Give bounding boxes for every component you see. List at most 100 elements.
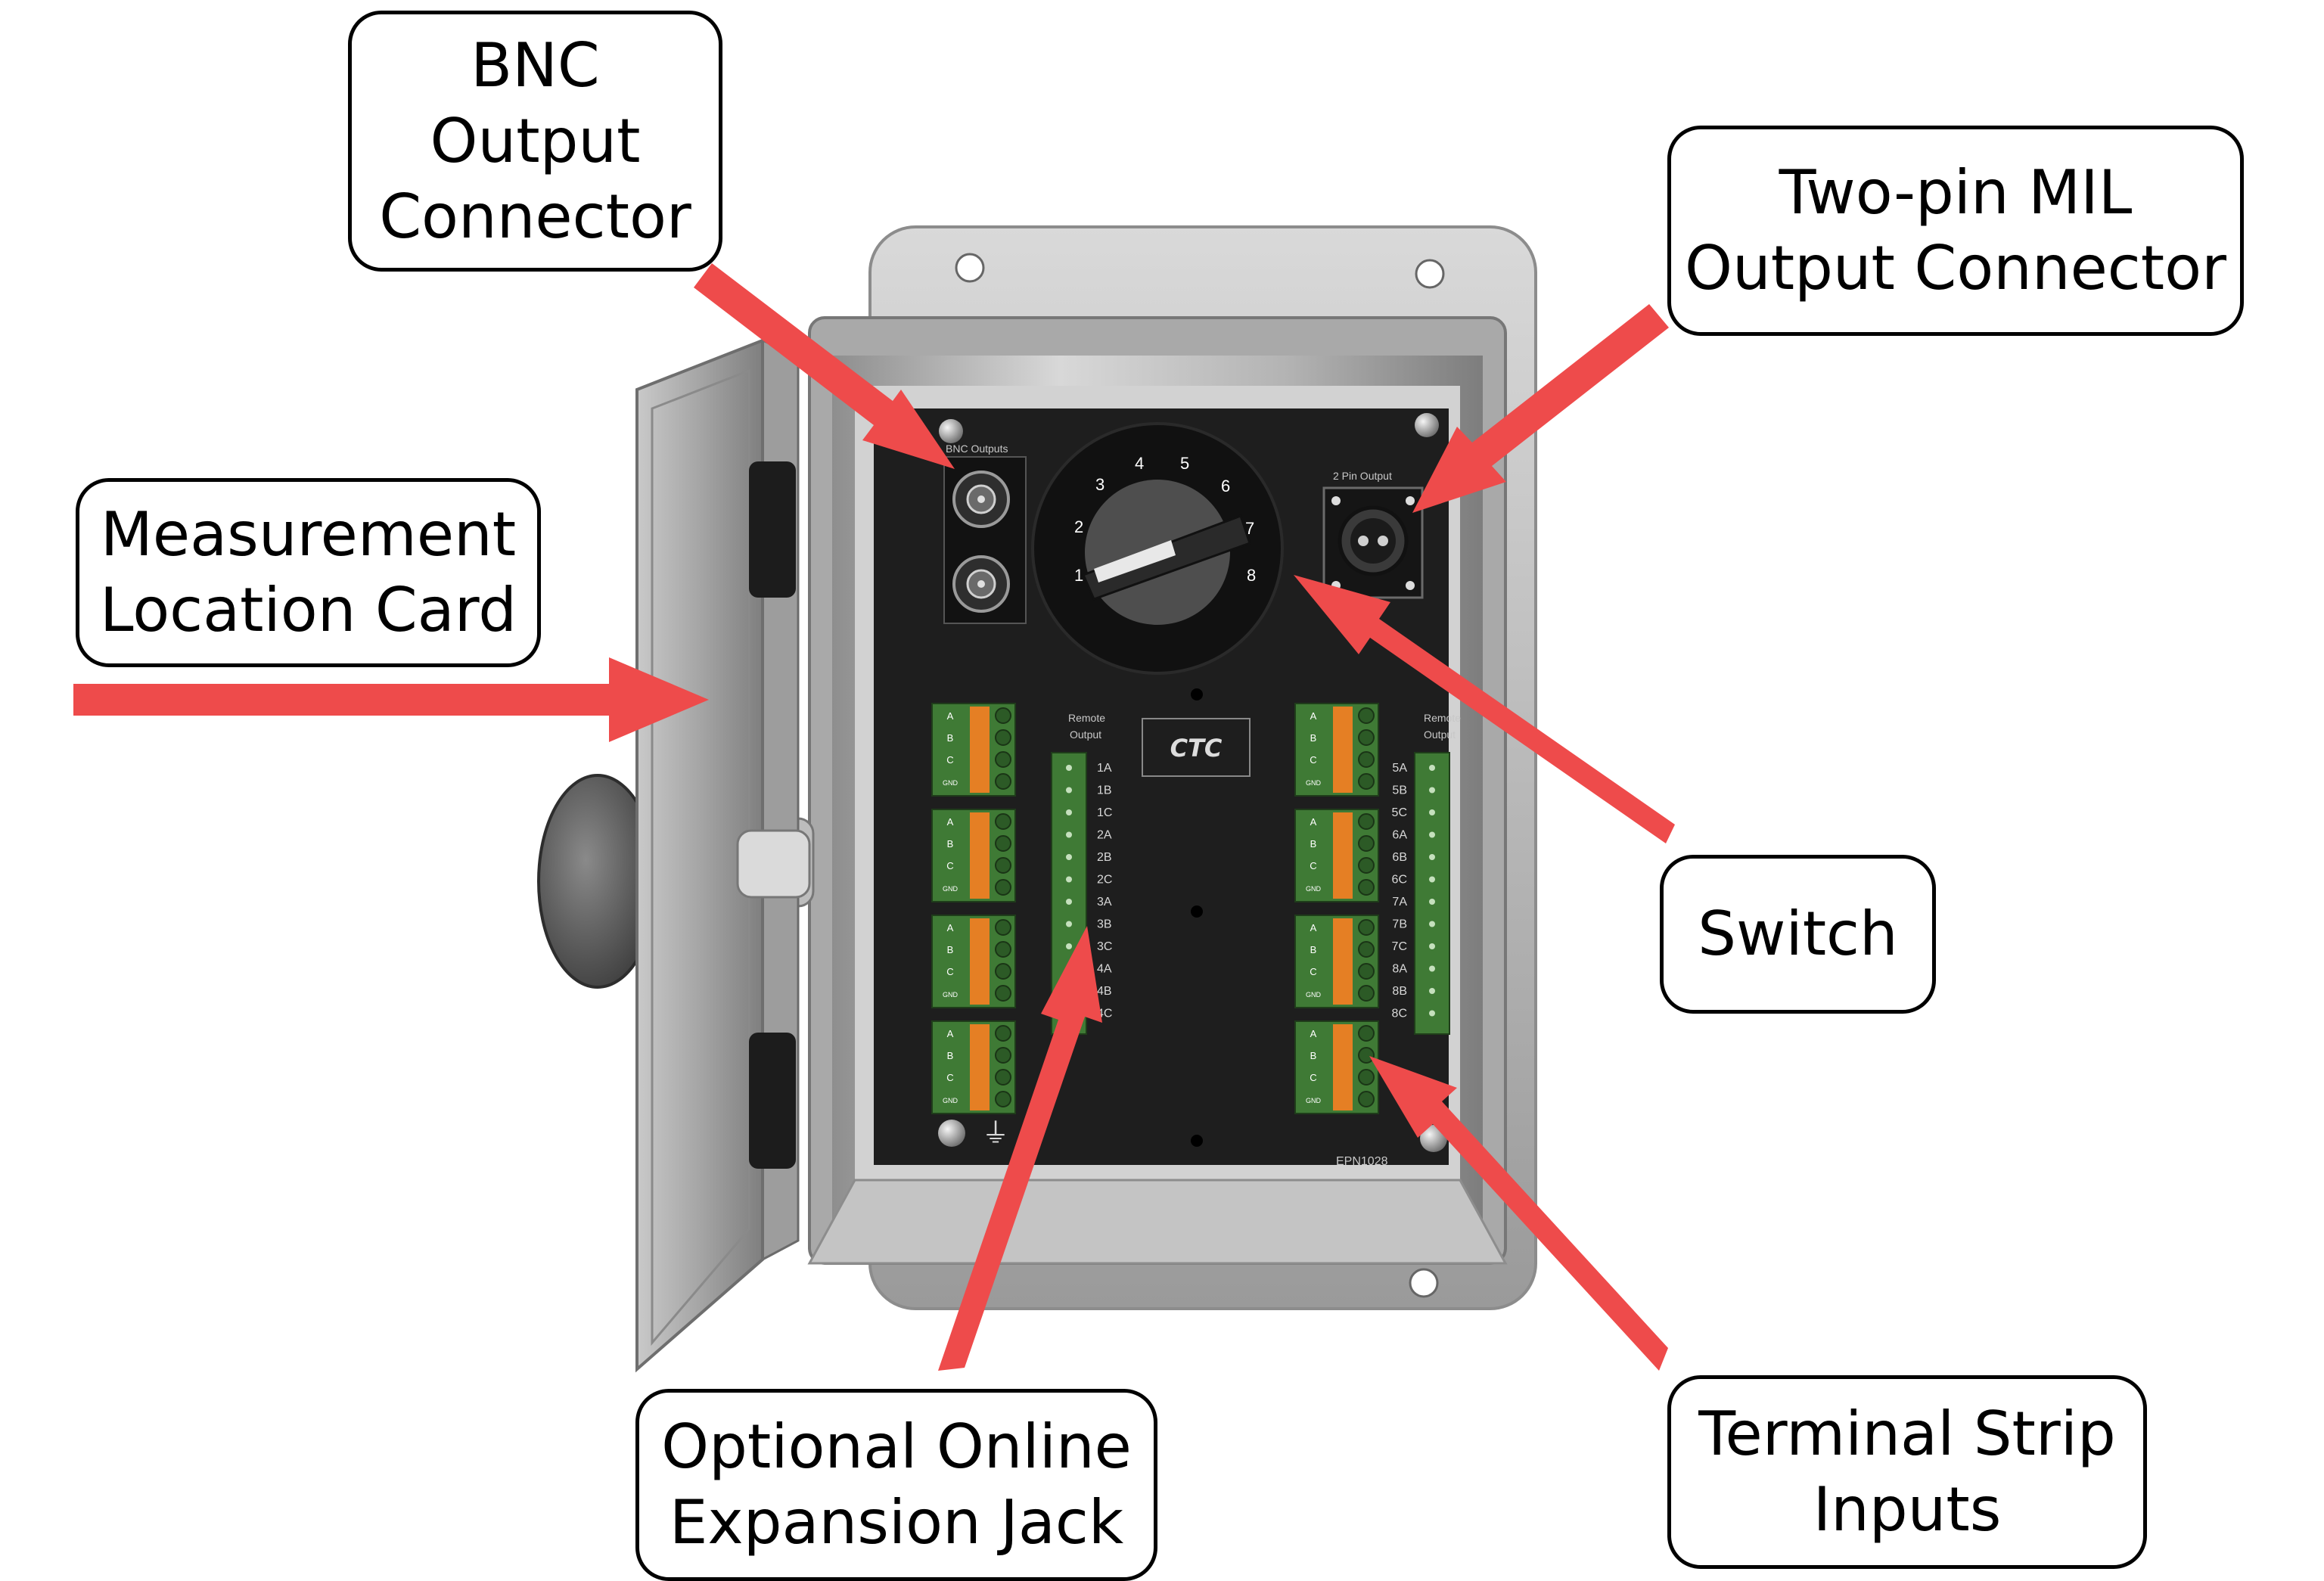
panel-bolt-icon <box>1415 413 1439 437</box>
two-pin-output-label: 2 Pin Output <box>1333 470 1392 482</box>
terminal-label: B <box>947 732 954 744</box>
terminal-label: C <box>946 860 953 871</box>
terminal-label: C <box>1310 860 1316 871</box>
terminal-label: C <box>1310 754 1316 766</box>
terminal-label: C <box>1310 966 1316 977</box>
jack-pin-label: 6B <box>1392 851 1407 864</box>
door-latch <box>736 829 811 899</box>
callout-line: Output Connector <box>1685 233 2226 303</box>
jack-pin-label: 2A <box>1097 829 1112 842</box>
output-label-left: Output <box>1070 728 1101 741</box>
dial-number-4: 4 <box>1135 454 1144 473</box>
terminal-label: GND <box>943 779 958 787</box>
dial-number-5: 5 <box>1180 454 1189 473</box>
callout-line: Location Card <box>100 575 517 645</box>
terminal-label: GND <box>1306 1097 1322 1104</box>
jack-pin-label: 7A <box>1392 896 1407 909</box>
bnc-connector-bottom <box>952 555 1010 613</box>
bnc-outputs-label: BNC Outputs <box>946 443 1008 455</box>
callout-line: Inputs <box>1813 1474 2002 1545</box>
output-label-right: Output <box>1424 728 1456 741</box>
callout-two-pin-mil-connector: Two-pin MIL Output Connector <box>1667 126 2244 336</box>
dial-number-2: 2 <box>1074 517 1083 536</box>
arrow-terminal <box>1369 1056 1668 1371</box>
jack-pin-label: 5B <box>1392 784 1407 797</box>
terminal-label: B <box>947 944 954 955</box>
callout-line: Expansion Jack <box>669 1487 1124 1558</box>
jack-pin-label: 5A <box>1392 762 1407 775</box>
panel-hole <box>1191 905 1203 918</box>
part-number: EPN1028 <box>1336 1155 1388 1168</box>
terminal-label: GND <box>1306 885 1322 893</box>
jack-pin-label: 6A <box>1392 829 1407 842</box>
jack-pin-label: 4B <box>1097 985 1112 998</box>
callout-terminal-strip-inputs: Terminal Strip Inputs <box>1667 1375 2147 1569</box>
terminal-label: B <box>1310 732 1317 744</box>
rotary-switch: 1 2 3 4 5 6 7 8 <box>1031 422 1284 675</box>
arrow-expansion <box>938 926 1102 1371</box>
dial-number-1: 1 <box>1074 566 1083 585</box>
terminal-label: A <box>1310 816 1317 828</box>
hinge-top-icon <box>749 461 796 598</box>
callout-line: BNC <box>471 30 600 101</box>
callout-line: Two-pin MIL <box>1779 157 2133 228</box>
terminal-label: GND <box>1306 779 1322 787</box>
panel-hole <box>1191 688 1203 700</box>
jack-pin-label: 3A <box>1097 896 1112 909</box>
terminal-block-right-1: ABC GND <box>1294 703 1379 797</box>
callout-line: Output <box>430 105 641 176</box>
jack-pin-label: 4A <box>1097 963 1112 976</box>
jack-pin-label: 6C <box>1392 874 1407 887</box>
terminal-label: B <box>1310 838 1317 850</box>
callout-arrows <box>73 263 1675 1371</box>
jack-pin-label: 5C <box>1392 806 1407 819</box>
terminal-label: B <box>1310 944 1317 955</box>
logo-plate <box>1142 718 1251 777</box>
terminal-label: A <box>1310 710 1317 722</box>
panel-hole <box>1191 1135 1203 1147</box>
jack-pin-label: 8B <box>1392 985 1407 998</box>
jack-pin-label: 2C <box>1097 874 1112 887</box>
jack-pin-label: 1B <box>1097 784 1112 797</box>
panel-bolt-icon <box>938 1120 965 1147</box>
jack-pin-label: 8C <box>1392 1008 1407 1020</box>
terminal-label: A <box>947 1028 954 1039</box>
jack-pin-label: 7C <box>1392 940 1407 953</box>
terminal-label: A <box>947 922 954 933</box>
terminal-label: A <box>947 710 954 722</box>
dial-number-8: 8 <box>1247 566 1256 585</box>
terminal-label: GND <box>1306 991 1322 999</box>
mil-connector <box>1322 486 1424 599</box>
terminal-label: A <box>1310 922 1317 933</box>
remote-label-right: Remote <box>1424 712 1461 724</box>
terminal-block-right-3: ABC GND <box>1294 915 1379 1008</box>
callout-line: Optional Online <box>661 1412 1132 1482</box>
ground-symbol: ⏚ <box>982 1118 1009 1149</box>
arrow-switch <box>1294 575 1675 843</box>
enclosure-door <box>537 338 815 1373</box>
terminal-block-right-2: ABC GND <box>1294 809 1379 902</box>
terminal-label: C <box>1310 1072 1316 1083</box>
control-panel: ⏚ BNC Outputs 1 2 3 4 5 6 7 8 <box>874 408 1461 1168</box>
callout-measurement-location-card: Measurement Location Card <box>76 478 541 667</box>
ctc-logo: CTC <box>1170 734 1223 763</box>
callout-bnc-output-connector: BNC Output Connector <box>348 11 722 272</box>
dial-number-6: 6 <box>1221 477 1230 495</box>
dial-number-7: 7 <box>1245 519 1254 538</box>
jack-pin-label: 1C <box>1097 806 1112 819</box>
panel-bolt-icon <box>939 419 963 443</box>
jack-pin-label: 2B <box>1097 851 1112 864</box>
terminal-label: A <box>1310 1028 1317 1039</box>
terminal-label: C <box>946 1072 953 1083</box>
jack-pin-label: 1A <box>1097 762 1112 775</box>
bnc-connector-top <box>952 471 1010 528</box>
callout-line: Connector <box>379 181 691 252</box>
remote-label-left: Remote <box>1068 712 1105 724</box>
hinge-bottom-icon <box>749 1033 796 1169</box>
arrow-mil <box>1412 304 1669 513</box>
